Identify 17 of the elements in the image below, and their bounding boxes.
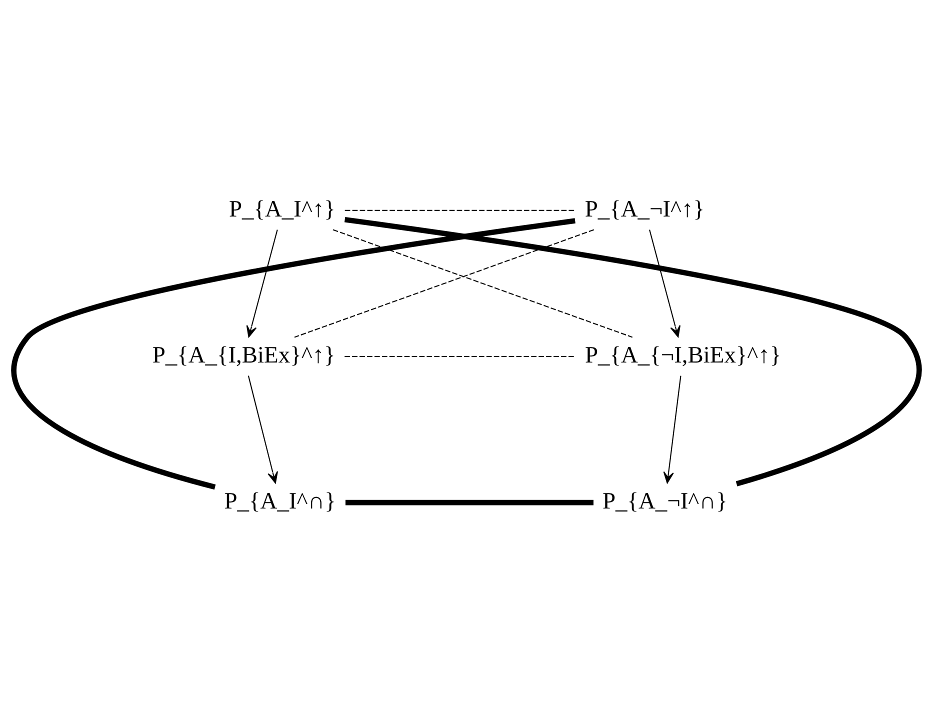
node-text: P_{A_¬I^∩} <box>602 488 728 514</box>
connector <box>345 499 594 505</box>
node-text: P_{A_I^∩} <box>224 488 336 514</box>
connector <box>344 216 922 486</box>
connector <box>332 228 633 338</box>
arrow <box>663 375 682 483</box>
connector <box>344 209 576 210</box>
connector <box>12 218 576 490</box>
arrow <box>248 375 278 483</box>
connector <box>294 228 594 338</box>
node-text: P_{A_I^↑} <box>229 196 336 222</box>
arrow <box>649 229 681 337</box>
arrow <box>246 229 278 337</box>
connector <box>344 355 576 357</box>
node-text: P_{A_¬I^↑} <box>584 196 704 222</box>
node-text: P_{A_{¬I,BiEx}^↑} <box>584 342 782 368</box>
node-text: P_{A_{I,BiEx}^↑} <box>152 342 336 368</box>
